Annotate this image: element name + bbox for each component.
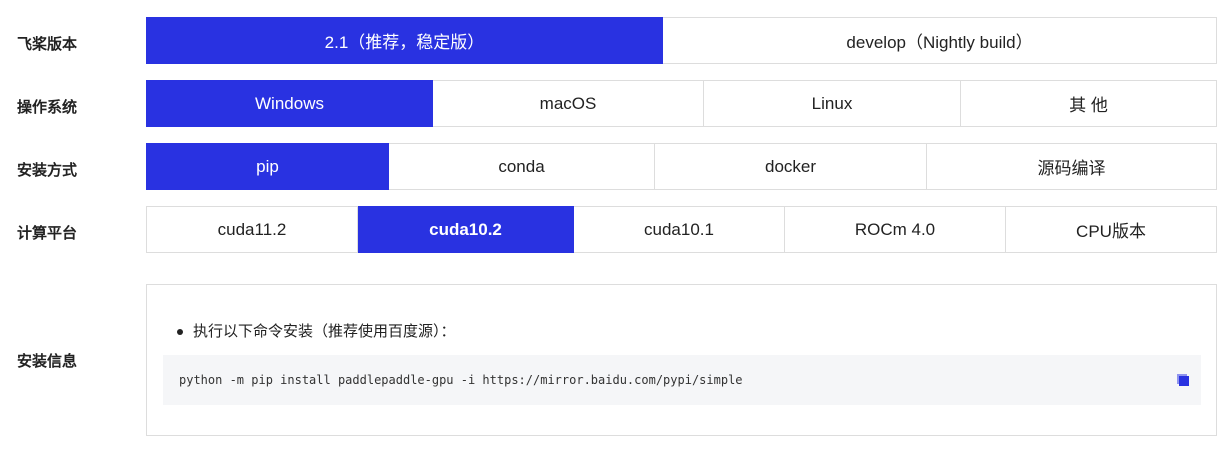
option-source[interactable]: 源码编译 [927, 143, 1217, 190]
version-selector: 2.1（推荐，稳定版） develop（Nightly build） [146, 17, 1217, 64]
option-develop[interactable]: develop（Nightly build） [663, 17, 1217, 64]
option-stable[interactable]: 2.1（推荐，稳定版） [146, 17, 663, 64]
os-selector: Windows macOS Linux 其 他 [146, 80, 1217, 127]
copy-icon[interactable] [1177, 374, 1189, 386]
install-method-label: 安装方式 [17, 162, 78, 179]
option-macos[interactable]: macOS [433, 80, 704, 127]
option-conda[interactable]: conda [389, 143, 655, 190]
option-pip[interactable]: pip [146, 143, 389, 190]
command-block: python -m pip install paddlepaddle-gpu -… [163, 355, 1201, 405]
option-cpu[interactable]: CPU版本 [1006, 206, 1217, 253]
option-other[interactable]: 其 他 [961, 80, 1217, 127]
option-docker[interactable]: docker [655, 143, 927, 190]
option-windows[interactable]: Windows [146, 80, 433, 127]
install-info-label: 安装信息 [17, 353, 78, 370]
install-method-selector: pip conda docker 源码编译 [146, 143, 1217, 190]
option-cuda11-2[interactable]: cuda11.2 [146, 206, 358, 253]
option-cuda10-2[interactable]: cuda10.2 [358, 206, 574, 253]
install-instruction: 执行以下命令安装（推荐使用百度源）： [177, 320, 456, 341]
platform-label: 计算平台 [17, 225, 78, 242]
platform-selector: cuda11.2 cuda10.2 cuda10.1 ROCm 4.0 CPU版… [146, 206, 1217, 253]
option-rocm[interactable]: ROCm 4.0 [785, 206, 1006, 253]
option-cuda10-1[interactable]: cuda10.1 [574, 206, 785, 253]
os-label: 操作系统 [17, 99, 78, 116]
option-linux[interactable]: Linux [704, 80, 961, 127]
version-label: 飞桨版本 [17, 36, 78, 53]
install-info-panel: 执行以下命令安装（推荐使用百度源）： python -m pip install… [146, 284, 1217, 436]
install-command[interactable]: python -m pip install paddlepaddle-gpu -… [179, 373, 743, 387]
